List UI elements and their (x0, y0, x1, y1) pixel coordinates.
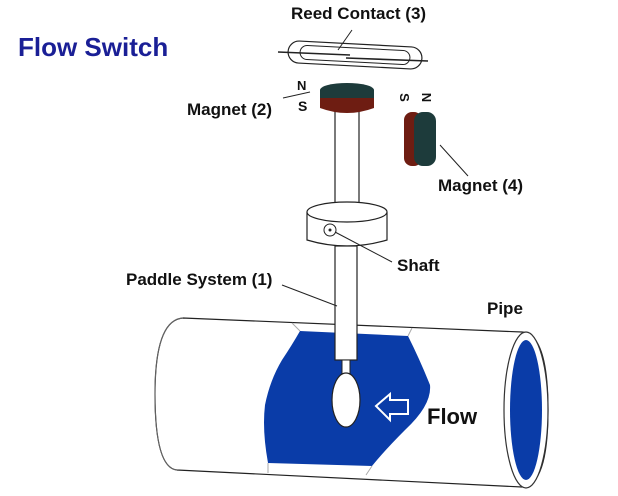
pole-n-magnet-4: N (419, 92, 435, 103)
leader-shaft (334, 231, 393, 263)
pole-s-magnet-2: S (298, 98, 308, 114)
leader-reed (337, 29, 353, 51)
magnet-2 (320, 83, 374, 113)
pole-s-magnet-4: S (396, 93, 412, 102)
label-magnet-2: Magnet (2) (187, 100, 272, 119)
collar (306, 201, 388, 247)
label-shaft: Shaft (397, 256, 440, 275)
shaft-lower (334, 245, 358, 361)
leader-paddle (281, 284, 338, 307)
label-pipe: Pipe (487, 299, 523, 318)
flow-arrow-icon (374, 391, 409, 423)
paddle (331, 372, 361, 428)
label-flow: Flow (427, 404, 478, 429)
pipe-end-water (510, 340, 542, 480)
shaft-upper (334, 109, 360, 211)
label-magnet-4: Magnet (4) (438, 176, 523, 195)
label-paddle-system: Paddle System (1) (126, 270, 273, 289)
pole-n-magnet-2: N (297, 78, 307, 93)
leader-magnet2 (282, 91, 311, 99)
leader-magnet4 (439, 144, 469, 177)
label-reed-contact: Reed Contact (3) (291, 4, 427, 23)
reed-contact (277, 40, 429, 70)
magnet-4 (404, 112, 436, 166)
diagram-title: Flow Switch (18, 32, 169, 62)
